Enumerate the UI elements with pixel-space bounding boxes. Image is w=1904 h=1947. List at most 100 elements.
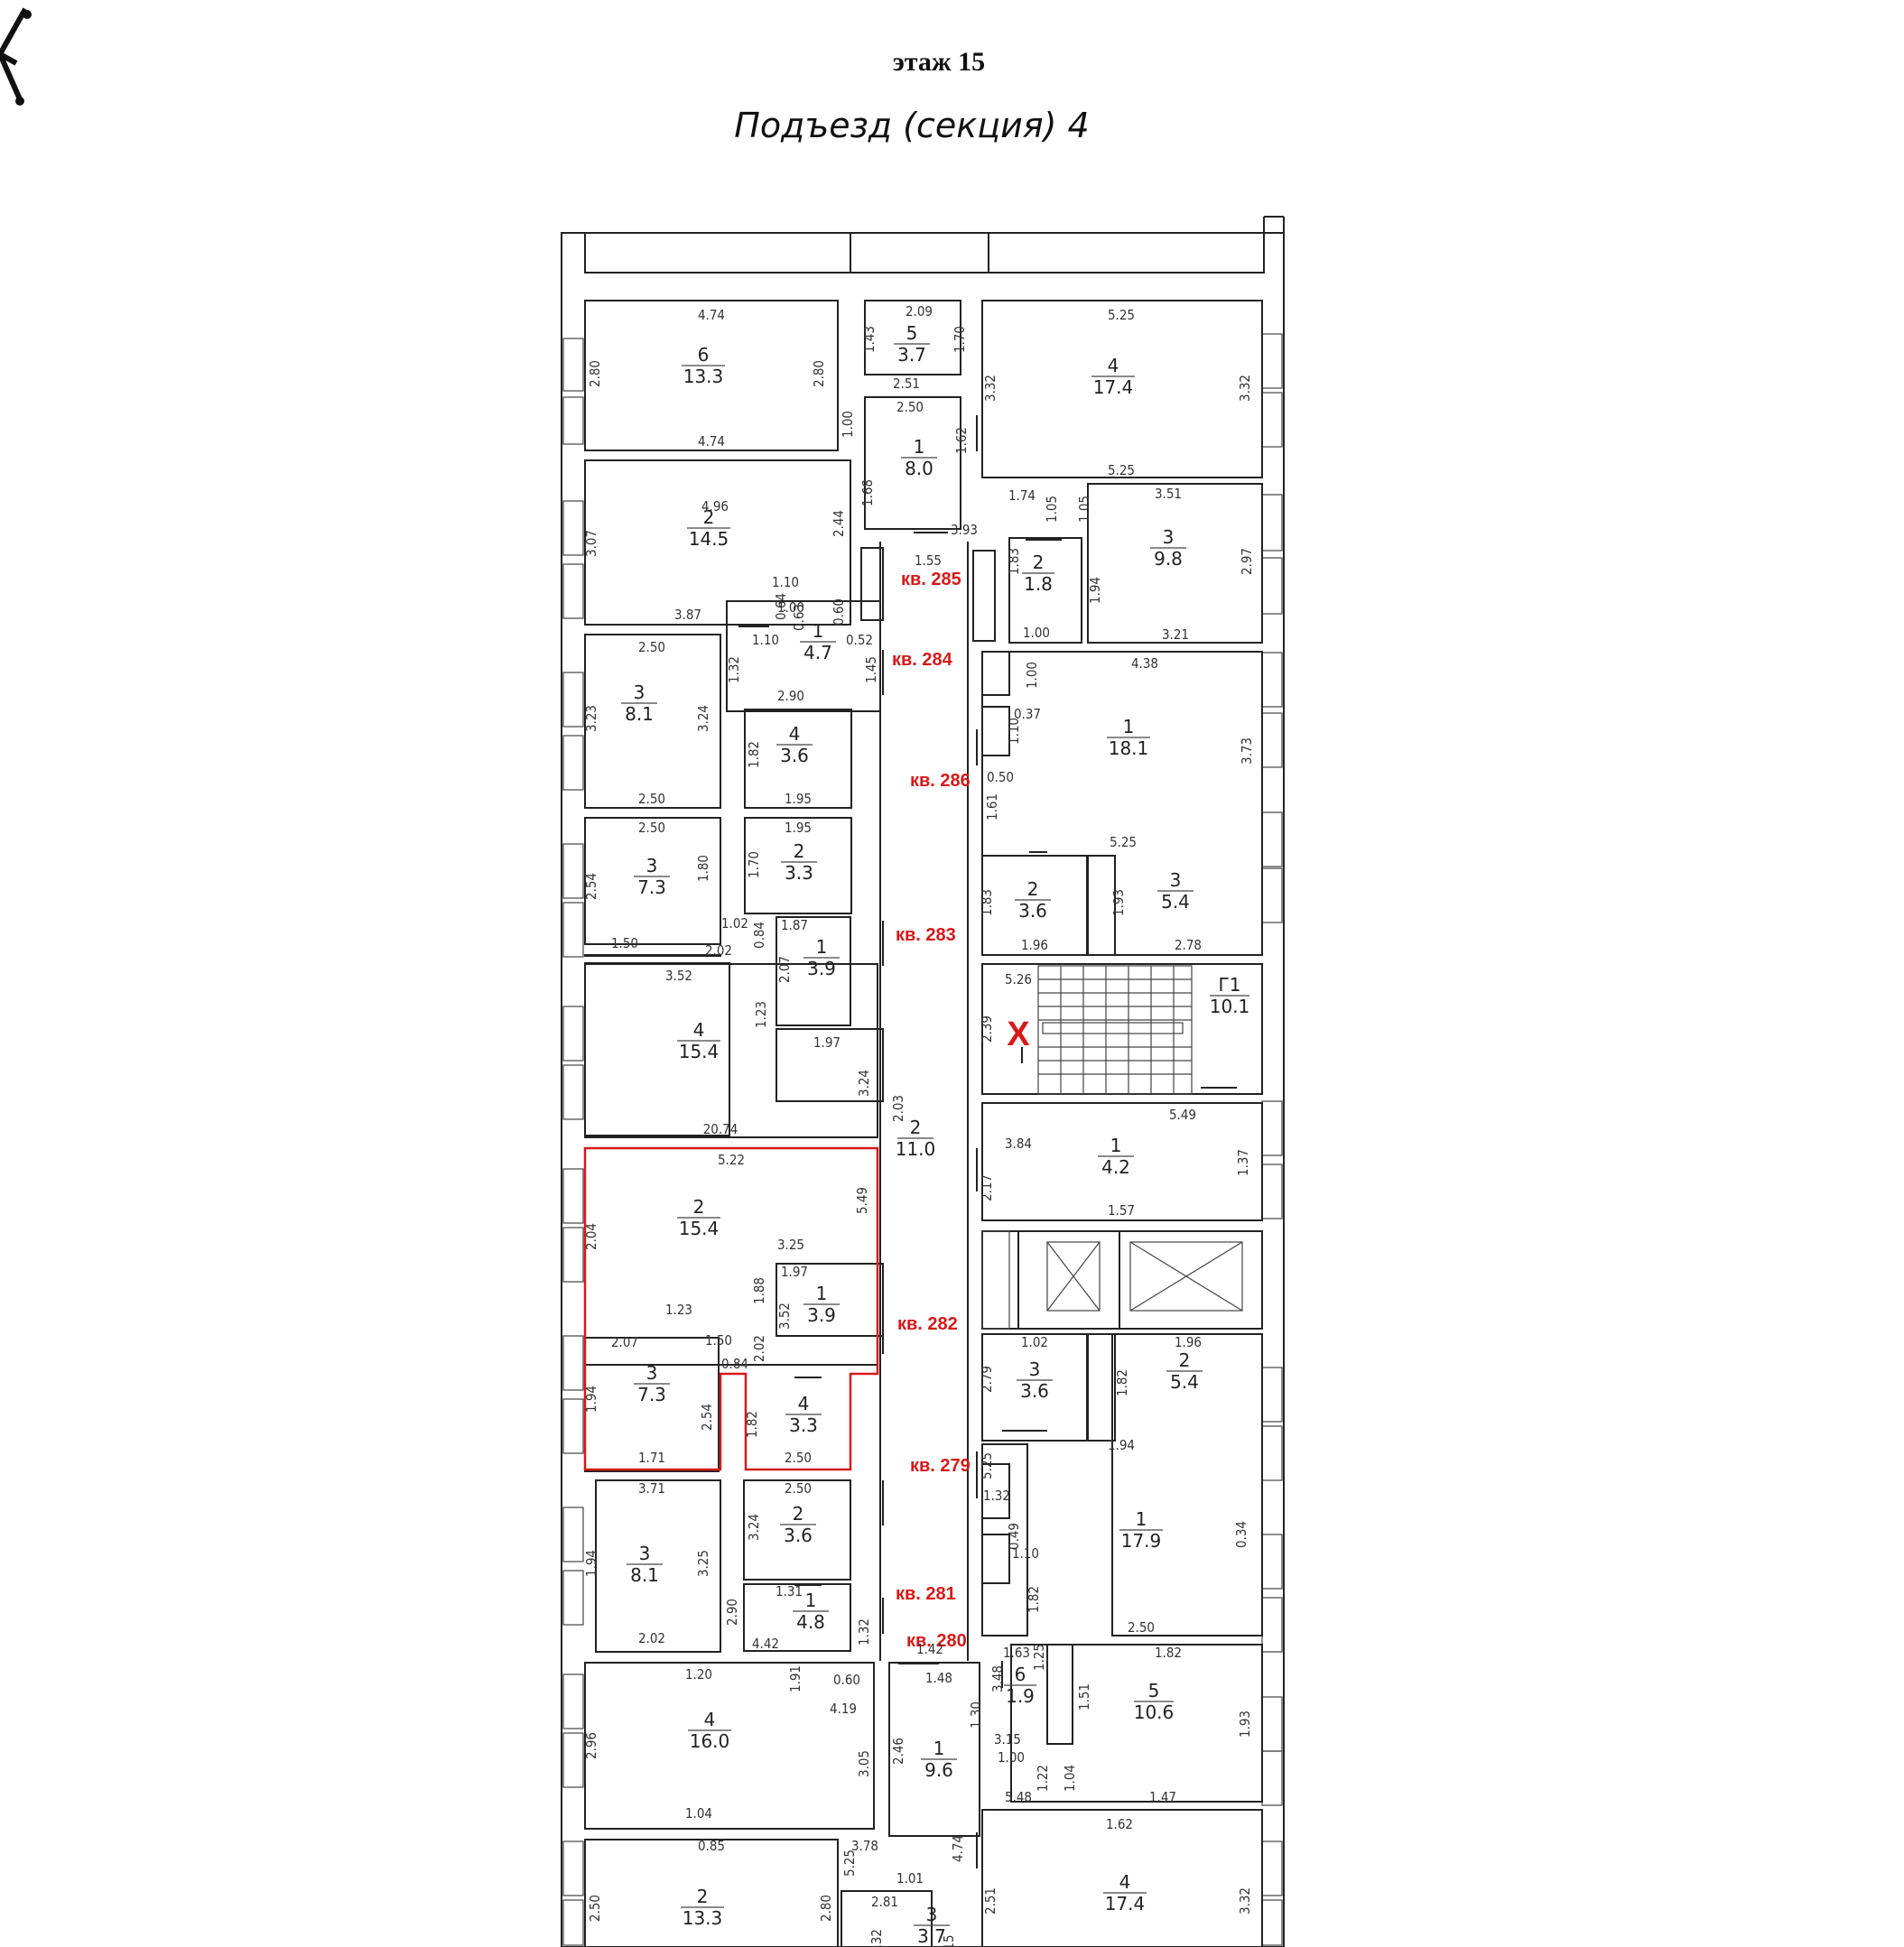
dimension-label: 4.74 [698,307,725,323]
dimension-label: 3.48 [989,1665,1006,1692]
dimension-label: 1.00 [840,411,856,438]
dimension-label: 1.62 [953,427,970,454]
dimension-label: 1.51 [1076,1683,1092,1711]
room-label: 613.3 [682,344,725,387]
room-label: 43.3 [785,1393,822,1436]
dimension-label: 2.79 [979,1366,995,1393]
section-title: Подъезд (секция) 4 [734,106,1089,145]
svg-text:10.6: 10.6 [1134,1701,1175,1723]
dimension-label: 3.05 [856,1750,872,1777]
svg-text:3: 3 [926,1904,938,1925]
svg-text:18.1: 18.1 [1109,737,1149,759]
dimension-label: 2.09 [906,303,933,320]
room-label: 23.6 [780,1503,816,1546]
dimension-label: 1.10 [1012,1545,1039,1562]
dimension-label: 1.68 [859,479,876,506]
svg-text:11.0: 11.0 [896,1138,936,1160]
svg-text:3: 3 [639,1543,651,1564]
dimension-label: 15 [941,1934,957,1947]
dimension-label: 1.00 [998,1749,1025,1766]
apartment-label: кв. 279 [910,1456,971,1476]
room-label: 38.1 [621,681,657,725]
dimension-label: 1.22 [1035,1765,1051,1792]
svg-text:17.4: 17.4 [1105,1893,1146,1915]
room-label: 35.4 [1157,869,1193,913]
dimension-label: 1.45 [863,656,879,683]
dimension-label: 0.52 [846,632,873,648]
dimension-label: 1.10 [752,632,779,648]
dimension-label: 1.00 [777,599,804,616]
room-label: 417.4 [1103,1871,1147,1915]
dimension-label: 1.82 [1026,1586,1042,1613]
dimension-label: 1.96 [1175,1334,1202,1350]
dimension-label: 1.94 [1087,577,1103,604]
dimension-label: 1.94 [583,1386,599,1413]
room-label: 19.6 [921,1738,957,1781]
svg-text:3.3: 3.3 [785,862,813,884]
dimension-label: 1.97 [781,1264,808,1280]
dimension-label: 0.60 [833,1672,860,1688]
svg-text:2: 2 [910,1117,922,1138]
dimension-label: 1.91 [787,1665,803,1692]
dimension-label: 5.48 [1005,1789,1032,1805]
dimension-label: 3.87 [674,607,701,623]
svg-text:1.9: 1.9 [1006,1685,1035,1707]
svg-text:1.8: 1.8 [1024,573,1053,595]
door-marks [720,396,1237,1868]
dimension-label: 1.83 [979,889,995,916]
dimension-label: 3.78 [851,1838,878,1854]
dimension-label: 3.24 [695,705,711,732]
room-label: 14.8 [793,1590,829,1633]
dimension-label: 3.32 [982,375,998,402]
dimension-label: 1.82 [744,1411,760,1438]
dimension-label: 1.00 [1024,662,1040,689]
room-label: 215.4 [677,1196,720,1239]
room-label: 510.6 [1134,1680,1175,1723]
dimension-label: 3.15 [994,1731,1021,1748]
dimension-label: 3.52 [665,968,692,984]
dimension-label: 1.32 [856,1618,872,1646]
room-label: 53.7 [894,322,930,366]
dimension-label: 3.07 [583,530,599,557]
dimension-label: 2.51 [893,375,920,392]
dimension-label: 1.50 [705,1332,732,1349]
dimension-label: 5.22 [718,1152,745,1168]
dimension-label: 1.83 [1006,548,1022,575]
dimension-label: 4.38 [1131,655,1158,672]
dimension-label: 0.84 [751,922,767,949]
dimension-label: 5.49 [1169,1107,1196,1123]
dimension-label: 0.50 [987,769,1014,785]
room-label: 13.9 [803,936,840,979]
dimension-label: 1.70 [746,851,762,878]
dimension-label: 1.94 [1108,1437,1135,1453]
dimension-label: 4.19 [830,1701,857,1717]
apartment-label: кв. 285 [901,570,961,589]
room-labels: 613.3 53.7 417.4 18.0 214.5 39.8 21.8 14… [621,322,1249,1947]
dimension-label: 1.57 [1108,1202,1135,1219]
svg-text:5.4: 5.4 [1170,1371,1199,1393]
room-label: 43.6 [776,723,813,766]
svg-text:2: 2 [693,1196,705,1218]
dimension-label: 2.97 [1239,548,1255,575]
compass-icon [0,7,32,106]
dimension-label: 1.82 [1114,1369,1130,1396]
svg-text:3.6: 3.6 [1020,1380,1049,1402]
svg-text:10.1: 10.1 [1210,996,1250,1017]
dimension-label: 5.25 [979,1452,995,1479]
svg-text:13.3: 13.3 [683,1907,723,1929]
svg-text:7.3: 7.3 [637,876,666,898]
dimension-label: 2.46 [890,1738,906,1765]
svg-text:4: 4 [798,1393,810,1414]
dimension-label: 3.51 [1155,486,1182,502]
dimension-label: 1.55 [915,552,942,569]
svg-text:3: 3 [1163,526,1175,548]
dimension-label: 1.96 [1021,937,1048,953]
dimension-label: 2.02 [705,942,732,959]
svg-text:8.1: 8.1 [630,1564,659,1586]
room-label: 33.7 [914,1904,950,1947]
dimension-label: 1.02 [721,915,748,932]
stairwell [1037,965,1193,1095]
svg-text:3: 3 [646,1362,658,1384]
dimension-label: 1.31 [776,1583,803,1599]
dimension-label: 2.50 [638,639,665,655]
